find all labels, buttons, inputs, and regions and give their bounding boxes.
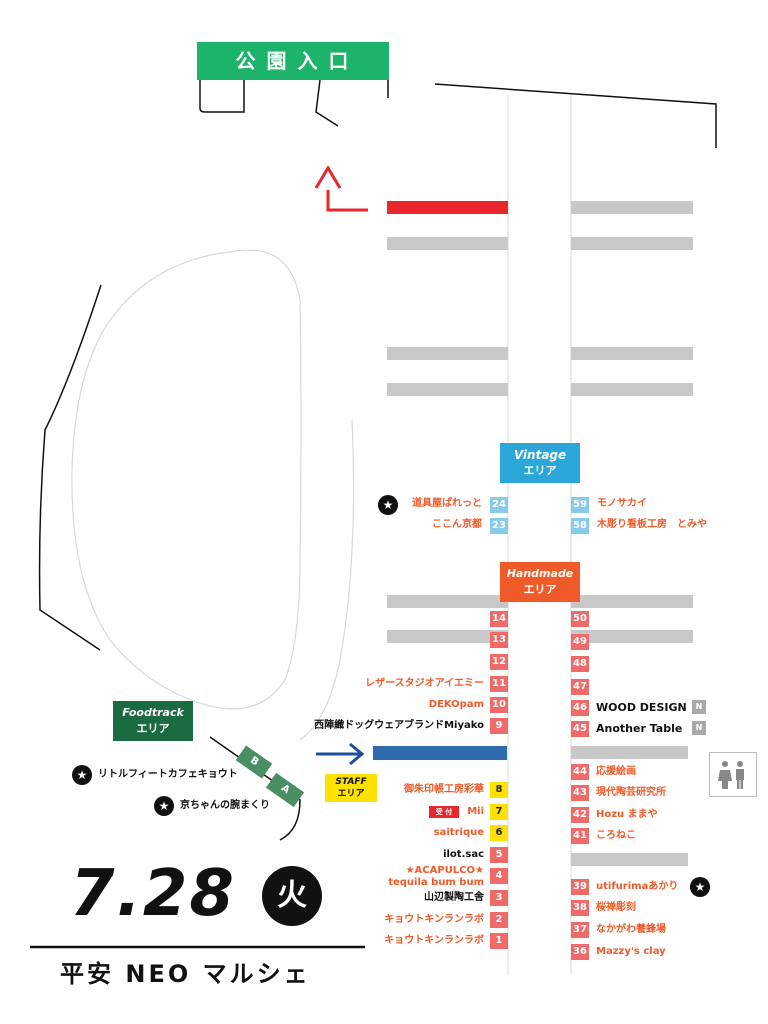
- booth-number: 59: [571, 497, 589, 513]
- booth-number: 37: [571, 922, 589, 938]
- booth-label: キョウトキンランラボ: [384, 914, 484, 925]
- star-icon: ★: [154, 796, 174, 816]
- booth-bar: [571, 853, 688, 866]
- booth-number: 12: [490, 654, 508, 670]
- booth-label: 木彫り看板工房 とみや: [597, 519, 707, 530]
- booth-number: 50: [571, 611, 589, 627]
- booth-label: saitrique: [433, 827, 484, 838]
- event-date: 7.28: [70, 857, 236, 931]
- booth-number: 9: [490, 718, 508, 734]
- handmade-area-tag: Handmade エリア: [500, 562, 580, 602]
- booth-number: 41: [571, 828, 589, 844]
- booth-label: ilot.sac: [443, 849, 484, 860]
- booth-number: 11: [490, 676, 508, 692]
- booth-label: ころねこ: [596, 830, 636, 841]
- new-badge: N: [692, 700, 706, 714]
- event-title: 平安 NEO マルシェ: [60, 960, 311, 988]
- booth-number: 47: [571, 679, 589, 695]
- booth-label: ★ACAPULCO★: [405, 865, 484, 876]
- booth-label: DEKOpam: [428, 699, 484, 710]
- booth-label: Mii: [467, 806, 484, 817]
- staff-area-en: STAFF: [335, 777, 367, 787]
- booth-label: Hozu ままや: [596, 809, 658, 820]
- booth-bar: [571, 595, 693, 608]
- booth-number: 4: [490, 868, 508, 884]
- food-vendor-label: リトルフィートカフェキョウト: [98, 769, 238, 780]
- booth-label: 桜禅彫刻: [596, 902, 636, 913]
- booth-label: 御朱印帳工房彩華: [404, 784, 484, 795]
- booth-bar: [373, 746, 507, 760]
- star-icon: ★: [378, 495, 398, 515]
- foodtrack-area-en: Foodtrack: [122, 706, 184, 719]
- booth-bar: [571, 746, 688, 759]
- booth-number: 36: [571, 944, 589, 960]
- booth-label: 山辺製陶工舎: [424, 892, 484, 903]
- booth-number: 6: [490, 825, 508, 841]
- booth-number: 5: [490, 847, 508, 863]
- booth-label: WOOD DESIGN: [596, 701, 687, 714]
- park-entrance-sign: 公 園 入 口: [197, 42, 389, 80]
- vintage-area-jp: エリア: [523, 464, 557, 477]
- booth-number: 58: [571, 518, 589, 534]
- booth-label: 西陣織ドッグウェアブランドMiyako: [314, 720, 484, 731]
- booth-number: 10: [490, 697, 508, 713]
- booth-number: 48: [571, 656, 589, 672]
- staff-area-jp: エリア: [337, 789, 365, 799]
- booth-label: なかがわ養蜂場: [596, 924, 666, 935]
- booth-label: Mazzy's clay: [596, 946, 666, 957]
- booth-number: 46: [571, 700, 589, 716]
- booth-bar: [571, 383, 693, 396]
- booth-bar: [571, 237, 693, 250]
- booth-number: 24: [490, 497, 508, 513]
- star-icon: ★: [72, 765, 92, 785]
- booth-number: 14: [490, 611, 508, 627]
- booth-bar: [571, 201, 693, 214]
- booth-bar: [387, 630, 508, 643]
- booth-number: 42: [571, 807, 589, 823]
- booth-number: 13: [490, 632, 508, 648]
- restroom-icon: [709, 752, 757, 797]
- booth-label: 応援絵画: [596, 766, 636, 777]
- booth-bar: [387, 595, 508, 608]
- reception-badge: 受 付: [429, 806, 459, 818]
- booth-bar: [571, 347, 693, 360]
- booth-number: 39: [571, 879, 589, 895]
- booth-bar: [387, 383, 508, 396]
- booth-number: 44: [571, 764, 589, 780]
- booth-number: 45: [571, 721, 589, 737]
- booth-number: 49: [571, 634, 589, 650]
- star-icon: ★: [690, 877, 710, 897]
- booth-number: 2: [490, 912, 508, 928]
- booth-bar: [387, 237, 508, 250]
- booth-number: 7: [490, 804, 508, 820]
- booth-label: Another Table: [596, 722, 683, 735]
- booth-number: 43: [571, 785, 589, 801]
- staff-area-tag: STAFF エリア: [325, 774, 377, 802]
- foodtrack-area-jp: エリア: [136, 722, 170, 735]
- booth-number: 8: [490, 782, 508, 798]
- booth-label: モノサカイ: [597, 498, 647, 509]
- food-vendor-label: 京ちゃんの腕まくり: [180, 800, 270, 811]
- booth-number: 3: [490, 890, 508, 906]
- weekday-badge: 火: [262, 866, 322, 926]
- booth-bar: [571, 630, 693, 643]
- handmade-area-jp: エリア: [523, 583, 557, 596]
- booth-bar: [387, 347, 508, 360]
- foodtrack-area-tag: Foodtrack エリア: [113, 701, 193, 741]
- booth-label: tequila bum bum: [388, 877, 484, 888]
- booth-label: ここん京都: [432, 519, 482, 530]
- vintage-area-tag: Vintage エリア: [500, 443, 580, 483]
- booth-label: utifurimaあかり: [596, 881, 679, 892]
- new-badge: N: [692, 721, 706, 735]
- booth-label: レザースタジオアイエミー: [365, 678, 484, 689]
- booth-number: 23: [490, 518, 508, 534]
- booth-label: 現代陶芸研究所: [596, 787, 666, 798]
- booth-bar: [387, 201, 508, 214]
- booth-number: 1: [490, 933, 508, 949]
- handmade-area-en: Handmade: [506, 567, 574, 580]
- booth-number: 38: [571, 900, 589, 916]
- booth-label: キョウトキンランラボ: [384, 935, 484, 946]
- vintage-area-en: Vintage: [513, 448, 567, 462]
- booth-label: 道具屋ぱれっと: [412, 498, 482, 509]
